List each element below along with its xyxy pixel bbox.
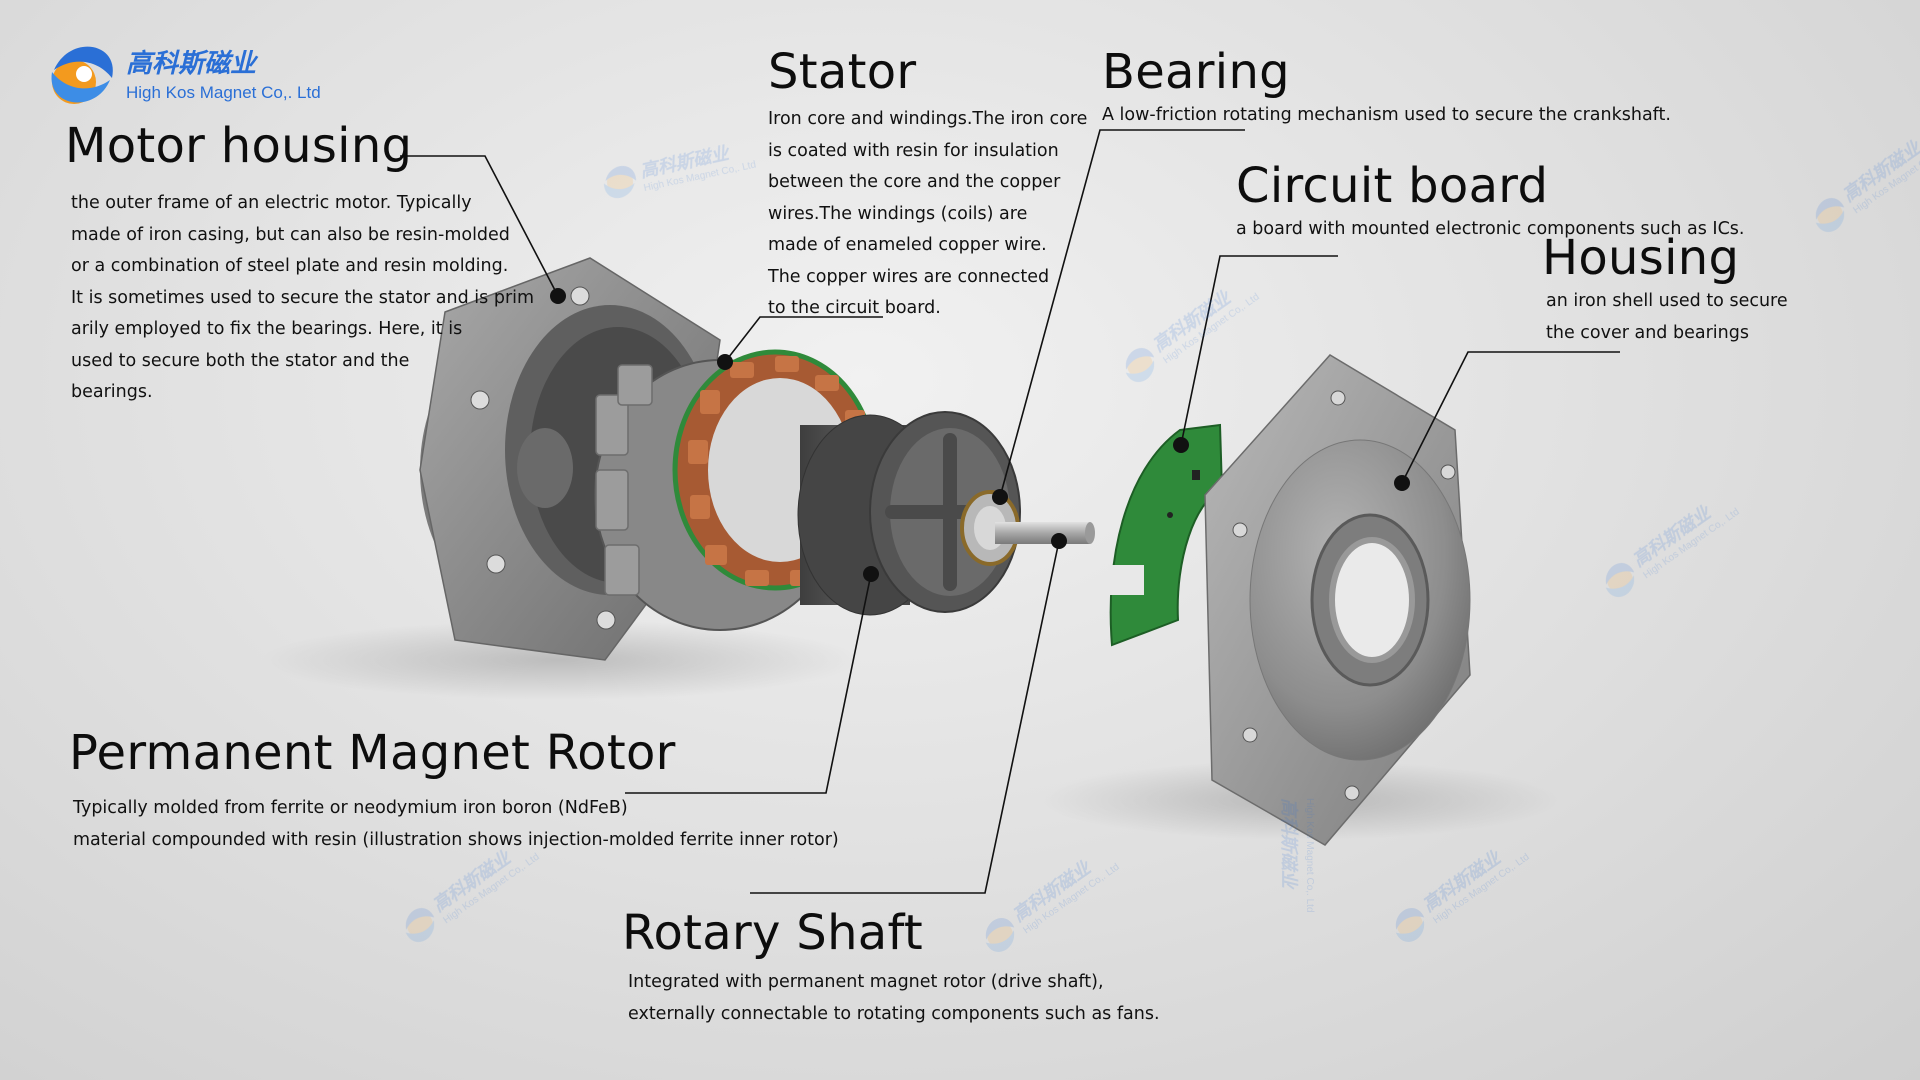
watermark-top-right: 高科斯磁业 High Kos Magnet Co,. Ltd xyxy=(1807,137,1920,238)
stator-line: made of enameled copper wire. xyxy=(768,235,1047,255)
watermark-upper-center: 高科斯磁业 High Kos Magnet Co,. Ltd xyxy=(1117,287,1262,388)
label-rotor: Permanent Magnet Rotor Typically molded … xyxy=(69,725,839,856)
logo-swirl-icon xyxy=(51,46,113,104)
circuit-board-description: a board with mounted electronic componen… xyxy=(1236,214,1744,246)
shadow-left xyxy=(260,620,860,700)
motor-housing-line: arily employed to fix the bearings. Here… xyxy=(71,319,463,339)
stator-line: wires.The windings (coils) are xyxy=(768,203,1028,224)
label-shaft: Rotary Shaft Integrated with permanent m… xyxy=(622,905,1160,1030)
logo-chinese-name: 高科斯磁业 xyxy=(126,49,259,79)
circuit-board-part xyxy=(1108,423,1224,647)
housing-line: the cover and bearings xyxy=(1546,322,1749,343)
housing-description: an iron shell used to secure the cover a… xyxy=(1546,286,1788,349)
stator-line: Iron core and windings.The iron core xyxy=(768,109,1088,129)
shaft-title: Rotary Shaft xyxy=(622,905,923,961)
leader-circuit-board xyxy=(1180,255,1338,446)
circuit-board-title: Circuit board xyxy=(1236,158,1549,214)
leader-rotor xyxy=(625,573,872,794)
label-housing: Housing an iron shell used to secure the… xyxy=(1542,230,1788,349)
label-motor-housing: Motor housing the outer frame of an elec… xyxy=(65,118,534,409)
label-bearing: Bearing A low-friction rotating mechanis… xyxy=(1102,44,1671,132)
shaft-line: Integrated with permanent magnet rotor (… xyxy=(628,972,1104,992)
leader-shaft xyxy=(750,540,1060,894)
watermark-vertical: 高科斯磁业 High Kos Magnet Co,. Ltd xyxy=(1278,798,1315,913)
watermark-swirl-icon xyxy=(600,163,640,201)
stator-line: is coated with resin for insulation xyxy=(768,140,1059,161)
watermark-bottom-right: 高科斯磁业 High Kos Magnet Co,. Ltd xyxy=(1387,847,1532,948)
shaft-part xyxy=(995,522,1095,544)
svg-text:高科斯磁业: 高科斯磁业 xyxy=(1278,798,1299,890)
motor-housing-line: or a combination of steel plate and resi… xyxy=(71,256,509,276)
motor-housing-description: the outer frame of an electric motor. Ty… xyxy=(71,188,534,409)
motor-housing-line: It is sometimes used to secure the stato… xyxy=(71,287,535,308)
leader-motor-housing xyxy=(400,155,559,297)
circuit-board-line: a board with mounted electronic componen… xyxy=(1236,219,1745,239)
watermark-right: 高科斯磁业 High Kos Magnet Co,. Ltd xyxy=(1597,502,1742,603)
motor-housing-line: used to secure both the stator and the xyxy=(71,350,410,371)
housing-line: an iron shell used to secure xyxy=(1546,291,1788,311)
svg-text:High Kos Magnet Co,. Ltd: High Kos Magnet Co,. Ltd xyxy=(1304,798,1315,913)
rotor-line: Typically molded from ferrite or neodymi… xyxy=(73,798,628,818)
leader-dots xyxy=(550,288,1410,582)
stator-description: Iron core and windings.The iron core is … xyxy=(768,104,1087,325)
stator-title: Stator xyxy=(768,44,917,100)
rotor-line: material compounded with resin (illustra… xyxy=(73,829,839,850)
housing-title: Housing xyxy=(1542,230,1740,286)
rotor-title: Permanent Magnet Rotor xyxy=(69,725,676,781)
rotor-description: Typically molded from ferrite or neodymi… xyxy=(73,793,839,856)
label-stator: Stator Iron core and windings.The iron c… xyxy=(768,44,1087,325)
stator-line: The copper wires are connected xyxy=(768,266,1050,287)
rotor-part xyxy=(797,411,1021,616)
company-logo: 高科斯磁业 High Kos Magnet Co,. Ltd xyxy=(51,46,321,104)
bearing-description: A low-friction rotating mechanism used t… xyxy=(1102,100,1671,132)
leader-stator xyxy=(724,316,883,363)
stator-line: between the core and the copper xyxy=(768,172,1061,192)
logo-english-name: High Kos Magnet Co,. Ltd xyxy=(126,83,321,102)
label-circuit-board: Circuit board a board with mounted elect… xyxy=(1236,158,1744,246)
motor-housing-line: the outer frame of an electric motor. Ty… xyxy=(71,193,472,213)
shaft-description: Integrated with permanent magnet rotor (… xyxy=(628,967,1160,1030)
leader-housing xyxy=(1401,351,1620,484)
shaft-line: externally connectable to rotating compo… xyxy=(628,1003,1160,1024)
bearing-line: A low-friction rotating mechanism used t… xyxy=(1102,105,1671,125)
motor-housing-line: bearings. xyxy=(71,382,153,402)
watermark-center: 高科斯磁业 High Kos Magnet Co,. Ltd xyxy=(600,143,757,201)
motor-housing-title: Motor housing xyxy=(65,118,413,174)
bearing-title: Bearing xyxy=(1102,44,1290,100)
leader-lines xyxy=(400,129,1620,894)
motor-housing-line: made of iron casing, but can also be res… xyxy=(71,224,510,245)
leader-bearing xyxy=(999,129,1245,498)
stator-line: to the circuit board. xyxy=(768,298,941,318)
